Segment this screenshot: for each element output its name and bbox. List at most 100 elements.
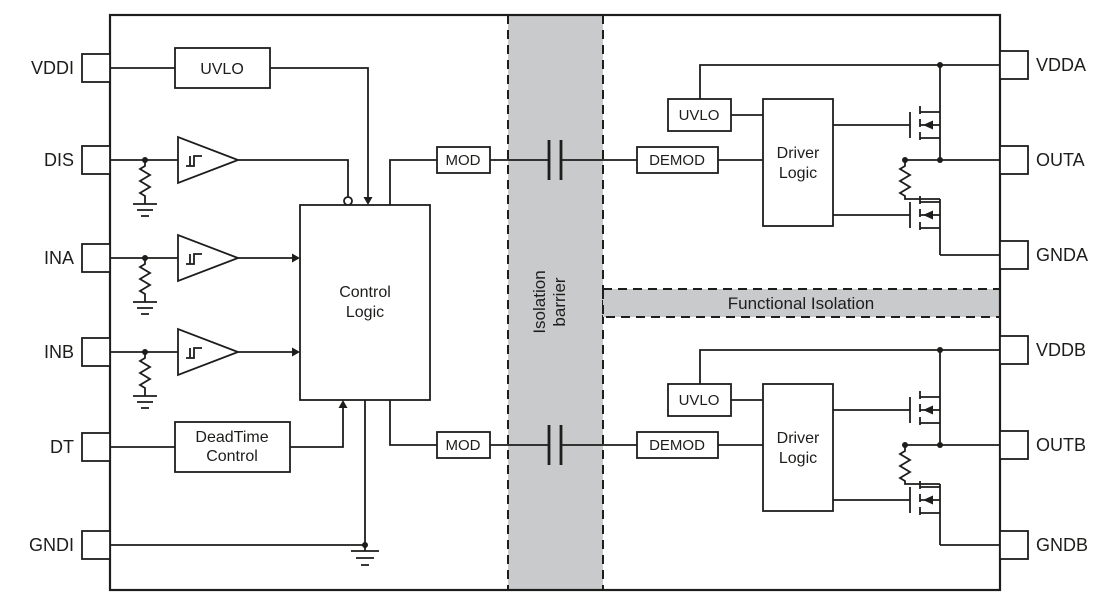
schmitt-buffer-inb: [177, 327, 241, 377]
wire-gate-drives-b: [833, 409, 910, 501]
mosfet-arrow-icon: [923, 120, 933, 130]
schmitt-buffer-dis: [177, 135, 241, 185]
functional-isolation-label: Functional Isolation: [728, 294, 874, 313]
pmos-a: [909, 106, 940, 144]
isolation-barrier-label-line2: barrier: [550, 277, 569, 326]
pin-gndi-label: GNDI: [29, 535, 74, 555]
driver-logic-b-label-line2: Logic: [779, 450, 817, 467]
arrowhead-deadtime-up: [338, 400, 348, 408]
ground-icon: [133, 395, 157, 409]
pin-inb-box: [81, 337, 111, 367]
demod-b-label: DEMOD: [649, 437, 705, 454]
output-resistor-b: [898, 445, 940, 485]
pin-dt-box: [81, 432, 111, 462]
pin-gnda-box: [999, 240, 1029, 270]
isolation-barrier-fill: [508, 16, 603, 589]
pin-ina-box: [81, 243, 111, 273]
isolation-capacitors: [490, 140, 637, 465]
wire-vdda: [699, 64, 1000, 99]
deadtime-control-box: [174, 421, 291, 473]
pmos-b: [909, 391, 940, 429]
hysteresis-icon: [186, 253, 202, 265]
mod-a-label: MOD: [446, 152, 481, 169]
functional-isolation-fill: [602, 288, 1001, 318]
isolation-capacitor-b: [547, 425, 563, 465]
right-pins: VDDA OUTA GNDA VDDB OUTB GNDB: [999, 50, 1088, 560]
schmitt-buffer-ina: [177, 233, 241, 283]
pin-ina-label: INA: [44, 248, 74, 268]
pin-dis-label: DIS: [44, 150, 74, 170]
demod-a-label: DEMOD: [649, 152, 705, 169]
chip-outline: [108, 13, 1002, 592]
pin-vdda-box: [999, 50, 1029, 80]
pin-gnda-label: GNDA: [1036, 245, 1088, 265]
driver-logic-b-box: [762, 383, 834, 512]
pin-gndb-box: [999, 530, 1029, 560]
hysteresis-icon: [186, 155, 202, 167]
output-resistor-a: [898, 160, 940, 200]
uvlo-b-label: UVLO: [679, 392, 720, 409]
channel-a: UVLO DEMOD Driver Logic: [636, 62, 1000, 256]
hysteresis-icon: [186, 347, 202, 359]
mod-b-box: [436, 431, 491, 459]
isolation-barrier-label-line1: Isolation: [530, 270, 549, 333]
uvlo-a-box: [667, 98, 732, 132]
channel-b: UVLO DEMOD Driver Logic: [636, 347, 1000, 546]
ground-icon: [351, 545, 379, 566]
nmos-a: [909, 196, 941, 255]
driver-logic-a-label-line1: Driver: [777, 145, 820, 162]
mod-b-label: MOD: [446, 437, 481, 454]
isolation-barrier-label: Isolation barrier: [530, 270, 569, 333]
pin-vddb-box: [999, 335, 1029, 365]
mosfet-arrow-icon: [923, 495, 933, 505]
demod-a-box: [636, 146, 719, 174]
pin-vddb-label: VDDB: [1036, 340, 1086, 360]
control-logic-label-line1: Control: [339, 284, 391, 301]
pin-outb-box: [999, 430, 1029, 460]
control-logic-label-line2: Logic: [346, 304, 384, 321]
mosfet-arrow-icon: [923, 405, 933, 415]
ground-icon: [133, 301, 157, 315]
deadtime-label-line1: DeadTime: [195, 429, 268, 446]
arrowhead-ina: [292, 253, 300, 263]
deadtime-label-line2: Control: [206, 448, 258, 465]
pin-outa-label: OUTA: [1036, 150, 1085, 170]
junction-dot: [937, 442, 943, 448]
driver-logic-a-box: [762, 98, 834, 227]
arrowhead-uvlo-down: [363, 197, 373, 205]
wire-deadtime-to-control: [290, 408, 344, 448]
wire-uvlo-to-control: [270, 67, 369, 198]
inverter-bubble-icon: [343, 196, 353, 206]
pin-gndb-label: GNDB: [1036, 535, 1088, 555]
arrowhead-inb: [292, 347, 300, 357]
isolation-barrier-band: Isolation barrier: [507, 15, 604, 590]
driver-logic-a-label-line2: Logic: [779, 165, 817, 182]
uvlo-input-label: UVLO: [200, 61, 244, 78]
driver-logic-b-label-line1: Driver: [777, 430, 820, 447]
pin-vdda-label: VDDA: [1036, 55, 1086, 75]
pin-dt-label: DT: [50, 437, 74, 457]
wire-control-to-mod-b: [389, 400, 437, 446]
pin-vddi-label: VDDI: [31, 58, 74, 78]
wire-gndi: [110, 400, 366, 546]
wire-dis-to-control: [238, 159, 349, 197]
nmos-b: [909, 481, 941, 545]
ground-icon: [133, 203, 157, 217]
wire-control-to-mod-a: [389, 159, 437, 205]
pulldown-resistor-dis: [138, 160, 152, 204]
pin-vddi-box: [81, 53, 111, 83]
pin-dis-box: [81, 145, 111, 175]
uvlo-input-box: [174, 47, 271, 89]
mosfet-arrow-icon: [923, 210, 933, 220]
wire-vddb: [699, 349, 1000, 384]
control-logic-box: [299, 204, 431, 401]
junction-dot: [937, 157, 943, 163]
pin-inb-label: INB: [44, 342, 74, 362]
pin-gndi-box: [81, 530, 111, 560]
input-section: UVLO Control Logic: [110, 47, 491, 566]
wire-gate-drives-a: [833, 124, 910, 216]
uvlo-a-label: UVLO: [679, 107, 720, 124]
pulldown-resistor-ina: [138, 258, 152, 302]
